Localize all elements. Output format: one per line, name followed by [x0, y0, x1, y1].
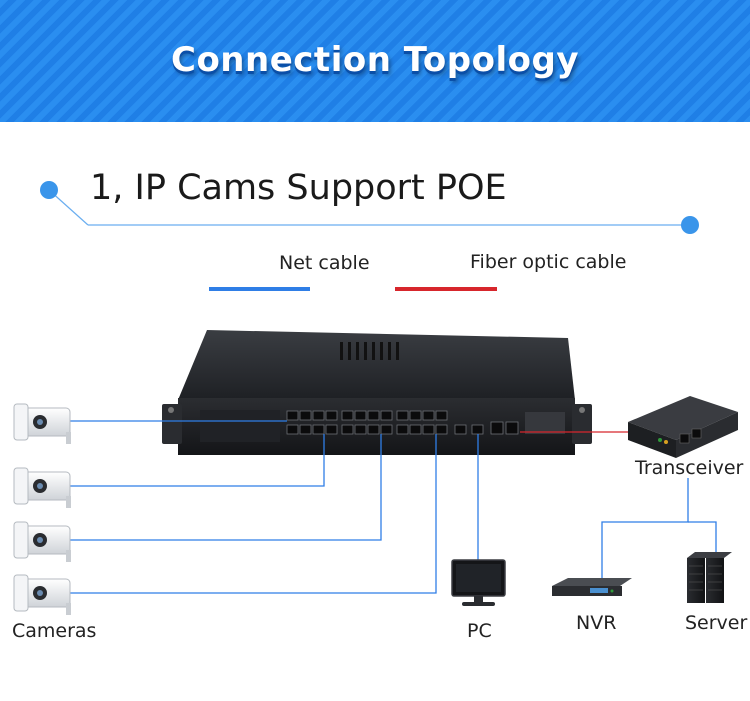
- bullet-dot-icon: [40, 181, 58, 199]
- section-decoration: [40, 181, 699, 234]
- pc-label: PC: [467, 620, 492, 642]
- camera-1: [13, 403, 71, 444]
- camera-4: [13, 574, 71, 615]
- camera-3: [13, 521, 71, 562]
- pc-monitor: [451, 559, 506, 606]
- server-label: Server: [685, 612, 748, 634]
- server-rack: [687, 552, 732, 603]
- net-cables: [68, 420, 717, 594]
- legend-fiber-cable-label: Fiber optic cable: [470, 251, 627, 273]
- transceiver-label: Transceiver: [635, 457, 744, 479]
- cameras-label: Cameras: [12, 620, 97, 642]
- end-dot-icon: [681, 216, 699, 234]
- section-title: 1, IP Cams Support POE: [90, 168, 507, 208]
- nvr-recorder: [552, 578, 632, 596]
- media-converter: [628, 396, 738, 458]
- nvr-label: NVR: [576, 612, 617, 634]
- poe-switch: [162, 330, 592, 455]
- header-banner: Connection Topology: [0, 0, 750, 122]
- camera-2: [13, 467, 71, 508]
- page-title: Connection Topology: [171, 40, 579, 80]
- legend-net-cable-label: Net cable: [279, 252, 370, 274]
